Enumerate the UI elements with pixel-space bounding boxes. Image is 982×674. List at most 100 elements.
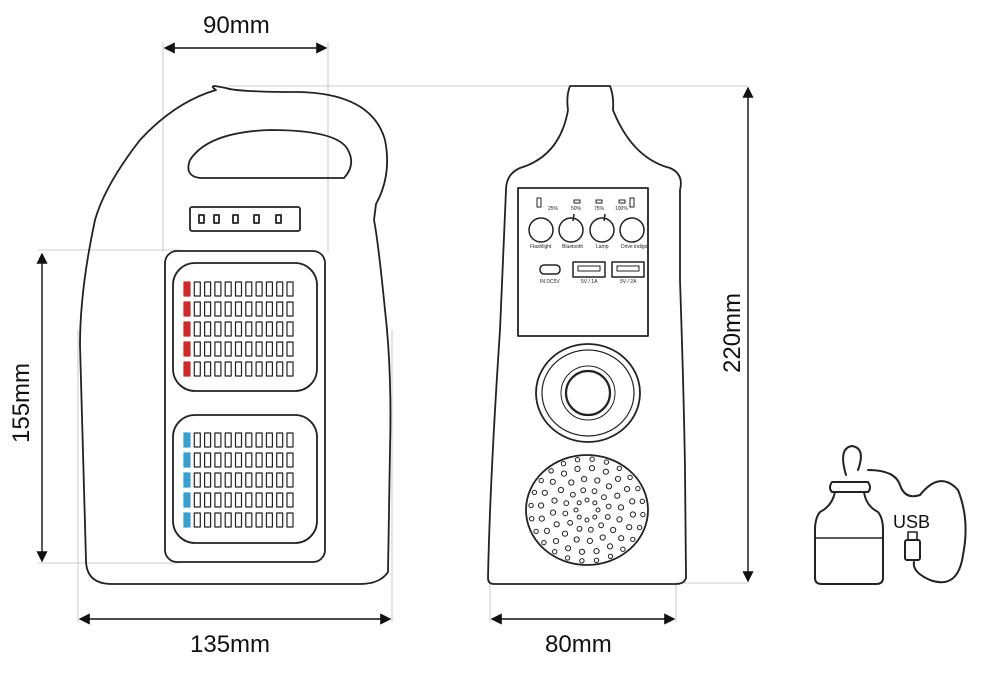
label-drive-indigo: Drive indigo — [621, 244, 648, 250]
speaker-hole — [610, 526, 617, 534]
usb-port-2a[interactable] — [611, 261, 645, 278]
speaker-hole — [541, 539, 547, 546]
grille-slot — [234, 361, 243, 377]
speaker-hole — [616, 465, 622, 471]
label-usb-1a: 5V / 1A — [581, 279, 598, 285]
function-buttons — [528, 213, 645, 243]
speaker-hole — [635, 485, 641, 492]
grille-led — [183, 492, 191, 508]
grille-slot — [286, 301, 294, 317]
speaker-hole — [564, 555, 571, 561]
speaker-hole — [552, 538, 560, 545]
speaker-hole — [528, 502, 534, 509]
flashlight-button[interactable] — [528, 217, 554, 243]
usb-label: USB — [893, 512, 931, 532]
speaker-hole — [606, 543, 614, 550]
speaker-hole — [573, 536, 580, 543]
battery-level-75: 75% — [594, 206, 605, 212]
grille-slot — [286, 452, 294, 468]
front-body-outline — [79, 85, 392, 585]
speaker-hole — [636, 524, 643, 531]
dc-input-port[interactable] — [539, 264, 561, 275]
grille-led — [183, 512, 191, 528]
speaker-hole — [551, 497, 558, 504]
grille-slot — [214, 321, 222, 337]
grille-cells — [183, 281, 294, 528]
grille-led — [183, 452, 191, 468]
speaker-hole — [529, 516, 535, 522]
speaker-hole — [620, 546, 626, 552]
bottom-left-width-label: 135mm — [190, 631, 271, 658]
grille-slot — [224, 512, 232, 528]
grille-slot — [276, 301, 284, 317]
speaker-hole — [603, 459, 610, 465]
grille-slot — [265, 492, 273, 508]
speaker-hole — [574, 465, 581, 472]
battery-level-25: 25% — [548, 206, 559, 212]
grille-slot — [234, 452, 243, 468]
speaker-hole — [584, 517, 590, 523]
speaker-holes — [528, 456, 646, 564]
grille-slot — [255, 321, 263, 337]
grille-slot — [276, 512, 284, 528]
side-view — [487, 85, 687, 585]
grille-slot — [245, 361, 253, 377]
indicator-strip — [189, 206, 301, 232]
grille-slot — [276, 472, 284, 488]
speaker-hole — [576, 514, 582, 520]
grille-slot — [276, 432, 284, 448]
grille-slot — [286, 432, 294, 448]
grille-slot — [204, 472, 212, 488]
grille-slot — [193, 432, 201, 448]
bluetooth-button[interactable] — [558, 217, 584, 243]
speaker-hole — [579, 558, 585, 564]
grille-slot — [255, 432, 263, 448]
lamp-button[interactable] — [589, 217, 615, 243]
speaker-hole — [538, 515, 545, 522]
speaker-hole — [561, 530, 569, 537]
grille-slot — [286, 492, 294, 508]
speaker-grille — [525, 454, 649, 566]
top-width-label: 90mm — [203, 12, 270, 39]
grille-slot — [204, 512, 212, 528]
speaker-hole — [552, 549, 558, 555]
lamp-bulb — [814, 491, 884, 585]
battery-level-50: 50% — [571, 206, 582, 212]
grille-slot — [276, 452, 284, 468]
speaker-hole — [548, 468, 554, 474]
speaker-hole — [605, 503, 612, 510]
grille-slot — [276, 341, 284, 357]
grille-slot — [214, 432, 222, 448]
grille-slot — [286, 341, 294, 357]
grille-slot — [245, 452, 253, 468]
grille-slot — [286, 281, 294, 297]
speaker-hole — [531, 489, 538, 496]
speaker-hole — [589, 456, 595, 462]
grille-slot — [234, 321, 243, 337]
grille-slot — [193, 452, 201, 468]
speaker-hole — [560, 470, 568, 477]
grille-slot — [255, 301, 263, 317]
drive-indigo-button[interactable] — [619, 217, 645, 243]
grille-led — [183, 301, 191, 317]
grille-slot — [214, 361, 222, 377]
usb-port-1a[interactable] — [572, 261, 606, 278]
grille-slot — [204, 492, 212, 508]
usb-plug — [904, 539, 921, 561]
usb-lamp-accessory — [814, 445, 967, 585]
battery-level-100: 100% — [615, 206, 628, 212]
speaker-hole — [533, 528, 539, 535]
speaker-hole — [604, 514, 611, 520]
grille-slot — [234, 512, 243, 528]
speaker-hole — [538, 477, 544, 484]
grille-slot — [204, 452, 212, 468]
guide-lines — [38, 42, 748, 622]
grille-slot — [204, 361, 212, 377]
grille-slot — [276, 492, 284, 508]
speaker-hole — [576, 525, 583, 532]
grille-slot — [265, 281, 273, 297]
grille-slot — [234, 472, 243, 488]
grille-slot — [193, 341, 201, 357]
